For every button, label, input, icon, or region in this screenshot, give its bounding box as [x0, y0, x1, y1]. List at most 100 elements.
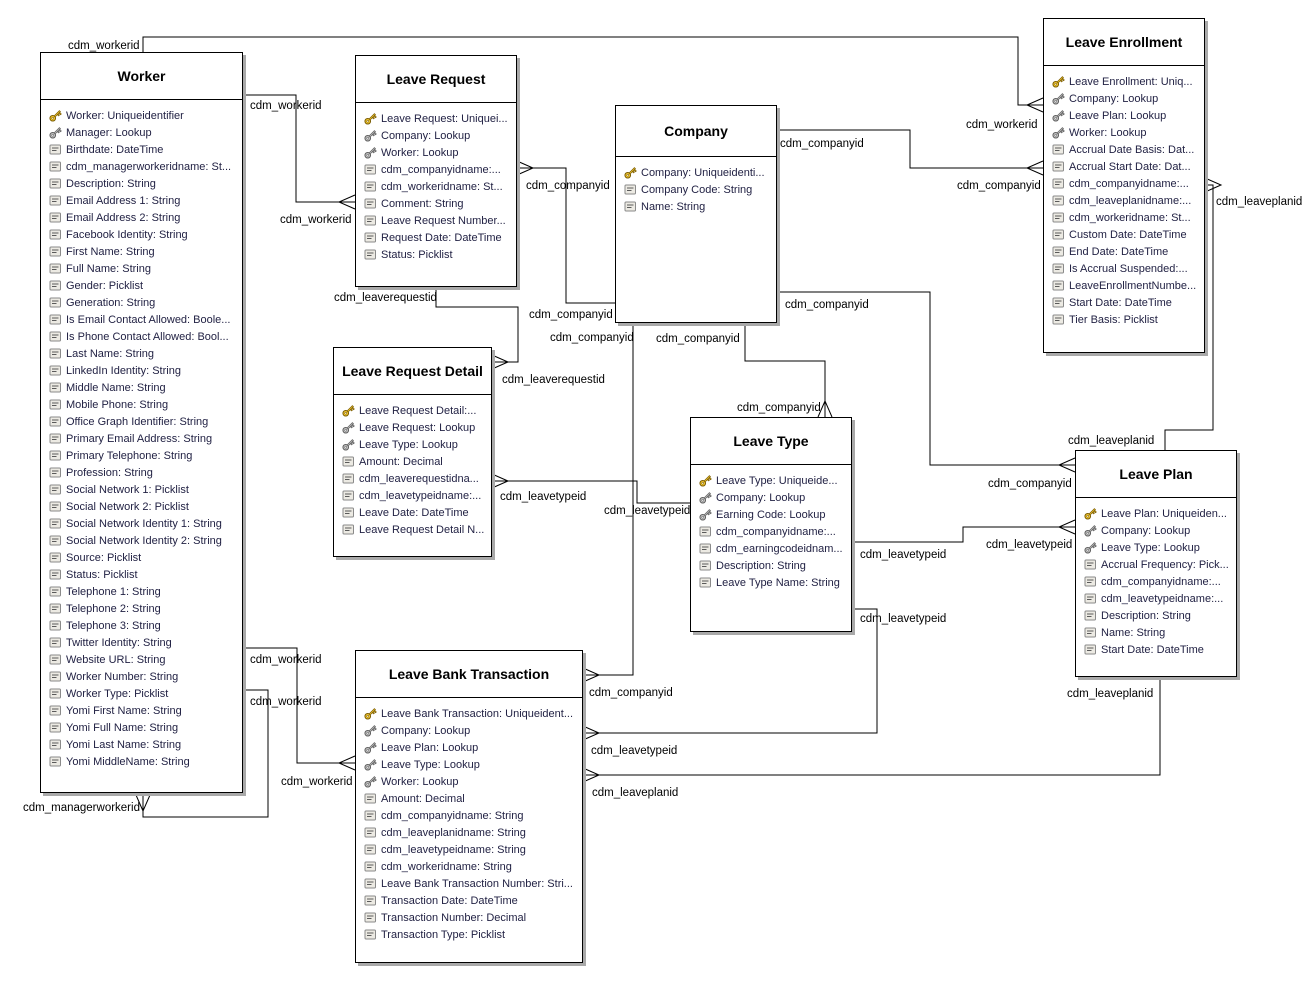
field-row: Status: Picklist [363, 246, 513, 263]
field-label: Yomi Full Name: String [66, 721, 179, 734]
field-label: cdm_managerworkeridname: St... [66, 160, 232, 173]
many-arrowhead [1025, 160, 1044, 176]
field-row: cdm_companyidname:... [698, 523, 848, 540]
connector-label: cdm_companyid [656, 333, 740, 345]
primary-key-icon [1083, 506, 1101, 521]
field-label: Full Name: String [66, 262, 151, 275]
field-label: Leave Bank Transaction Number: Stri... [381, 877, 573, 890]
field-row: Company Code: String [623, 181, 773, 198]
attribute-icon [1083, 574, 1101, 589]
field-row: Mobile Phone: String [48, 396, 239, 413]
field-row: Leave Bank Transaction: Uniqueident... [363, 705, 579, 722]
attribute-icon [48, 193, 66, 208]
connector-line [583, 677, 1161, 776]
attribute-icon [48, 499, 66, 514]
attribute-icon [48, 482, 66, 497]
field-row: Source: Picklist [48, 549, 239, 566]
attribute-icon [48, 414, 66, 429]
attribute-icon [48, 380, 66, 395]
connector-line [777, 291, 1075, 466]
field-row: cdm_leaveplanidname: String [363, 824, 579, 841]
attribute-icon [698, 541, 716, 556]
field-row: Request Date: DateTime [363, 229, 513, 246]
foreign-key-icon [1083, 540, 1101, 555]
connector-line [517, 167, 615, 304]
field-row: Primary Email Address: String [48, 430, 239, 447]
primary-key-icon [363, 111, 381, 126]
field-row: cdm_leaverequestidna... [341, 470, 488, 487]
field-row: Leave Type: Lookup [341, 436, 488, 453]
field-label: Leave Type: Lookup [359, 438, 458, 451]
field-row: Name: String [623, 198, 773, 215]
field-row: Generation: String [48, 294, 239, 311]
attribute-icon [48, 261, 66, 276]
field-label: Social Network Identity 1: String [66, 517, 222, 530]
attribute-icon [1051, 210, 1069, 225]
field-label: Leave Request Detail:... [359, 404, 477, 417]
field-label: Company: Lookup [1069, 92, 1159, 105]
field-row: Full Name: String [48, 260, 239, 277]
foreign-key-icon [1051, 125, 1069, 140]
attribute-icon [48, 295, 66, 310]
many-arrowhead [1057, 457, 1076, 473]
attribute-icon [48, 312, 66, 327]
field-row: Comment: String [363, 195, 513, 212]
field-label: Facebook Identity: String [66, 228, 188, 241]
attribute-icon [1083, 557, 1101, 572]
connector-label: cdm_companyid [550, 332, 634, 344]
field-row: Leave Type: Lookup [363, 756, 579, 773]
attribute-icon [363, 213, 381, 228]
field-label: cdm_leavetypeidname: String [381, 843, 526, 856]
attribute-icon [341, 505, 359, 520]
connector-line [1164, 184, 1214, 450]
field-label: Start Date: DateTime [1069, 296, 1172, 309]
attribute-icon [1051, 176, 1069, 191]
field-label: cdm_leaverequestidna... [359, 472, 479, 485]
connector-line [243, 647, 355, 764]
field-label: cdm_leaveplanidname: String [381, 826, 526, 839]
field-row: Social Network 1: Picklist [48, 481, 239, 498]
many-arrowhead [582, 725, 601, 741]
field-row: Telephone 2: String [48, 600, 239, 617]
field-label: Leave Enrollment: Uniq... [1069, 75, 1193, 88]
foreign-key-icon [363, 757, 381, 772]
field-label: Profession: String [66, 466, 153, 479]
field-label: Primary Telephone: String [66, 449, 193, 462]
field-label: Tier Basis: Picklist [1069, 313, 1158, 326]
field-label: Transaction Type: Picklist [381, 928, 506, 941]
field-label: Accrual Date Basis: Dat... [1069, 143, 1195, 156]
attribute-icon [363, 859, 381, 874]
field-label: cdm_leaveplanidname:... [1069, 194, 1192, 207]
field-label: cdm_companyidname:... [381, 163, 501, 176]
attribute-icon [48, 635, 66, 650]
attribute-icon [623, 182, 641, 197]
many-arrowhead [337, 755, 356, 771]
field-row: Leave Request Detail N... [341, 521, 488, 538]
field-row: Custom Date: DateTime [1051, 226, 1201, 243]
field-label: LinkedIn Identity: String [66, 364, 181, 377]
field-label: Leave Request: Uniquei... [381, 112, 508, 125]
entity-title: Leave Plan [1076, 451, 1236, 498]
attribute-icon [1051, 312, 1069, 327]
field-row: Twitter Identity: String [48, 634, 239, 651]
foreign-key-icon [48, 125, 66, 140]
field-label: Gender: Picklist [66, 279, 144, 292]
attribute-icon [48, 601, 66, 616]
connector-label: cdm_companyid [785, 299, 869, 311]
field-label: Company: Lookup [381, 724, 471, 737]
field-row: Worker: Uniqueidentifier [48, 107, 239, 124]
attribute-icon [48, 176, 66, 191]
field-row: Transaction Type: Picklist [363, 926, 579, 943]
field-label: Office Graph Identifier: String [66, 415, 209, 428]
field-label: Leave Date: DateTime [359, 506, 469, 519]
field-row: Is Phone Contact Allowed: Bool... [48, 328, 239, 345]
